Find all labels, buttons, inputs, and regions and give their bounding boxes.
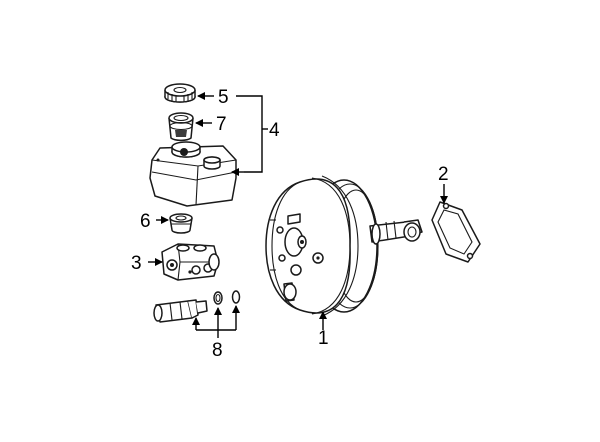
part-reservoir — [149, 141, 237, 207]
part-grommet — [169, 213, 193, 234]
part-strainer — [168, 112, 194, 142]
part-piston-seals — [153, 290, 241, 323]
part-gasket — [431, 201, 481, 263]
callout-8: 8 — [212, 340, 223, 361]
callout-4: 4 — [269, 120, 280, 141]
callout-3: 3 — [131, 253, 142, 274]
leader-lines — [148, 92, 448, 338]
callout-1: 1 — [318, 328, 329, 349]
callout-numbers: 5 7 4 6 3 8 1 2 — [131, 87, 449, 361]
callout-6: 6 — [140, 211, 151, 232]
part-cap — [164, 83, 196, 103]
callout-5: 5 — [218, 87, 229, 108]
part-brake-booster — [265, 175, 423, 317]
part-master-cylinder — [161, 243, 220, 281]
callout-7: 7 — [216, 114, 227, 135]
callout-2: 2 — [438, 164, 449, 185]
